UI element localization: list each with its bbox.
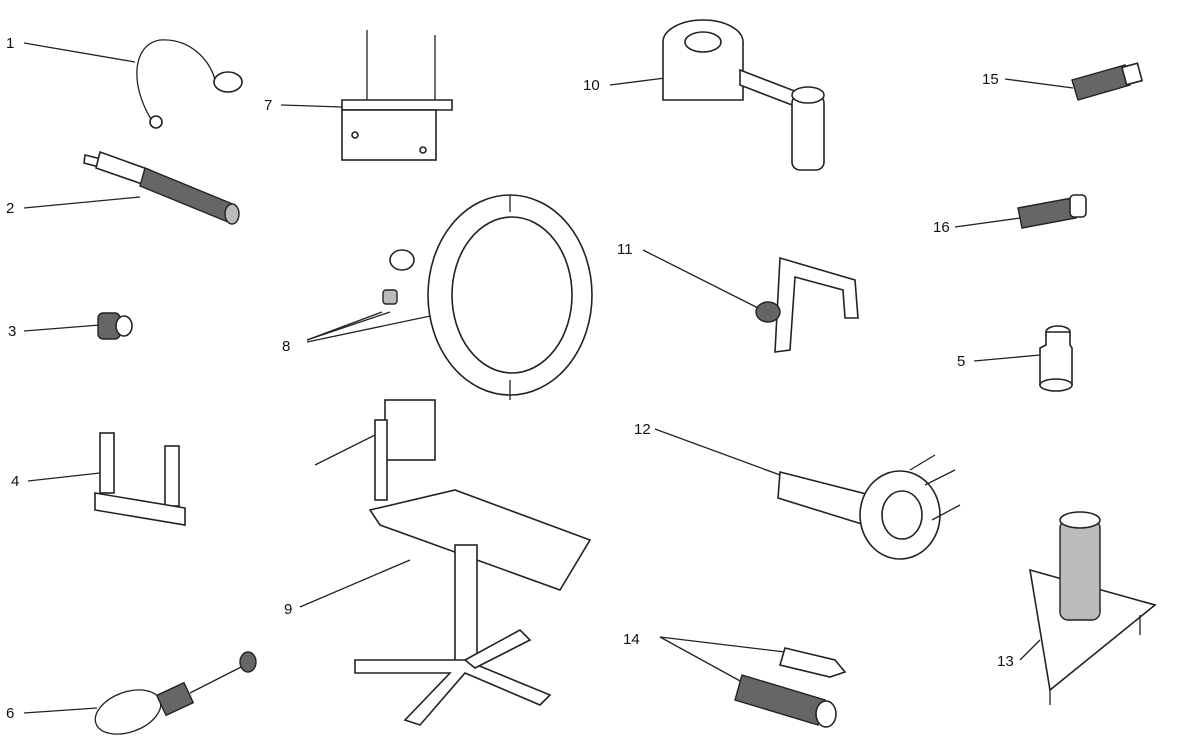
- tool-9-engine-stand: [314, 399, 592, 726]
- tool-12-locking-plate: [777, 454, 961, 560]
- callout-5: 5: [957, 353, 965, 370]
- tool-5-socket: [1039, 325, 1073, 392]
- callout-1: 1: [6, 35, 14, 52]
- callout-6: 6: [6, 705, 14, 722]
- callout-4: 4: [11, 473, 19, 490]
- tool-11-bracket: [755, 256, 859, 353]
- tool-10-nut-wrench: [662, 19, 825, 171]
- callout-10: 10: [583, 77, 600, 94]
- callout-13: 13: [997, 653, 1014, 670]
- callout-7: 7: [264, 97, 272, 114]
- callout-2: 2: [6, 200, 14, 217]
- callout-8: 8: [282, 338, 290, 355]
- callout-9: 9: [284, 601, 292, 618]
- tool-14-drift-pins: [734, 647, 847, 728]
- tool-3-bushing: [97, 312, 133, 340]
- tool-4-gauge: [94, 432, 186, 526]
- tool-7-pin-plate: [341, 30, 453, 161]
- callout-15: 15: [982, 71, 999, 88]
- tool-2-handle: [83, 150, 240, 225]
- tool-13-tri-stand: [1029, 511, 1157, 705]
- callout-12: 12: [634, 421, 651, 438]
- callout-11: 11: [617, 241, 633, 258]
- leader-lines: [23, 42, 1074, 714]
- tool-15-pin: [1071, 62, 1144, 101]
- tool-16-pin: [1017, 194, 1087, 229]
- tool-6-strap-wrench: [94, 651, 257, 735]
- tool-8-ring: [382, 194, 593, 400]
- tool-1-bent-pin: [136, 39, 243, 129]
- callout-14: 14: [623, 631, 640, 648]
- callout-3: 3: [8, 323, 16, 340]
- callout-16: 16: [933, 219, 950, 236]
